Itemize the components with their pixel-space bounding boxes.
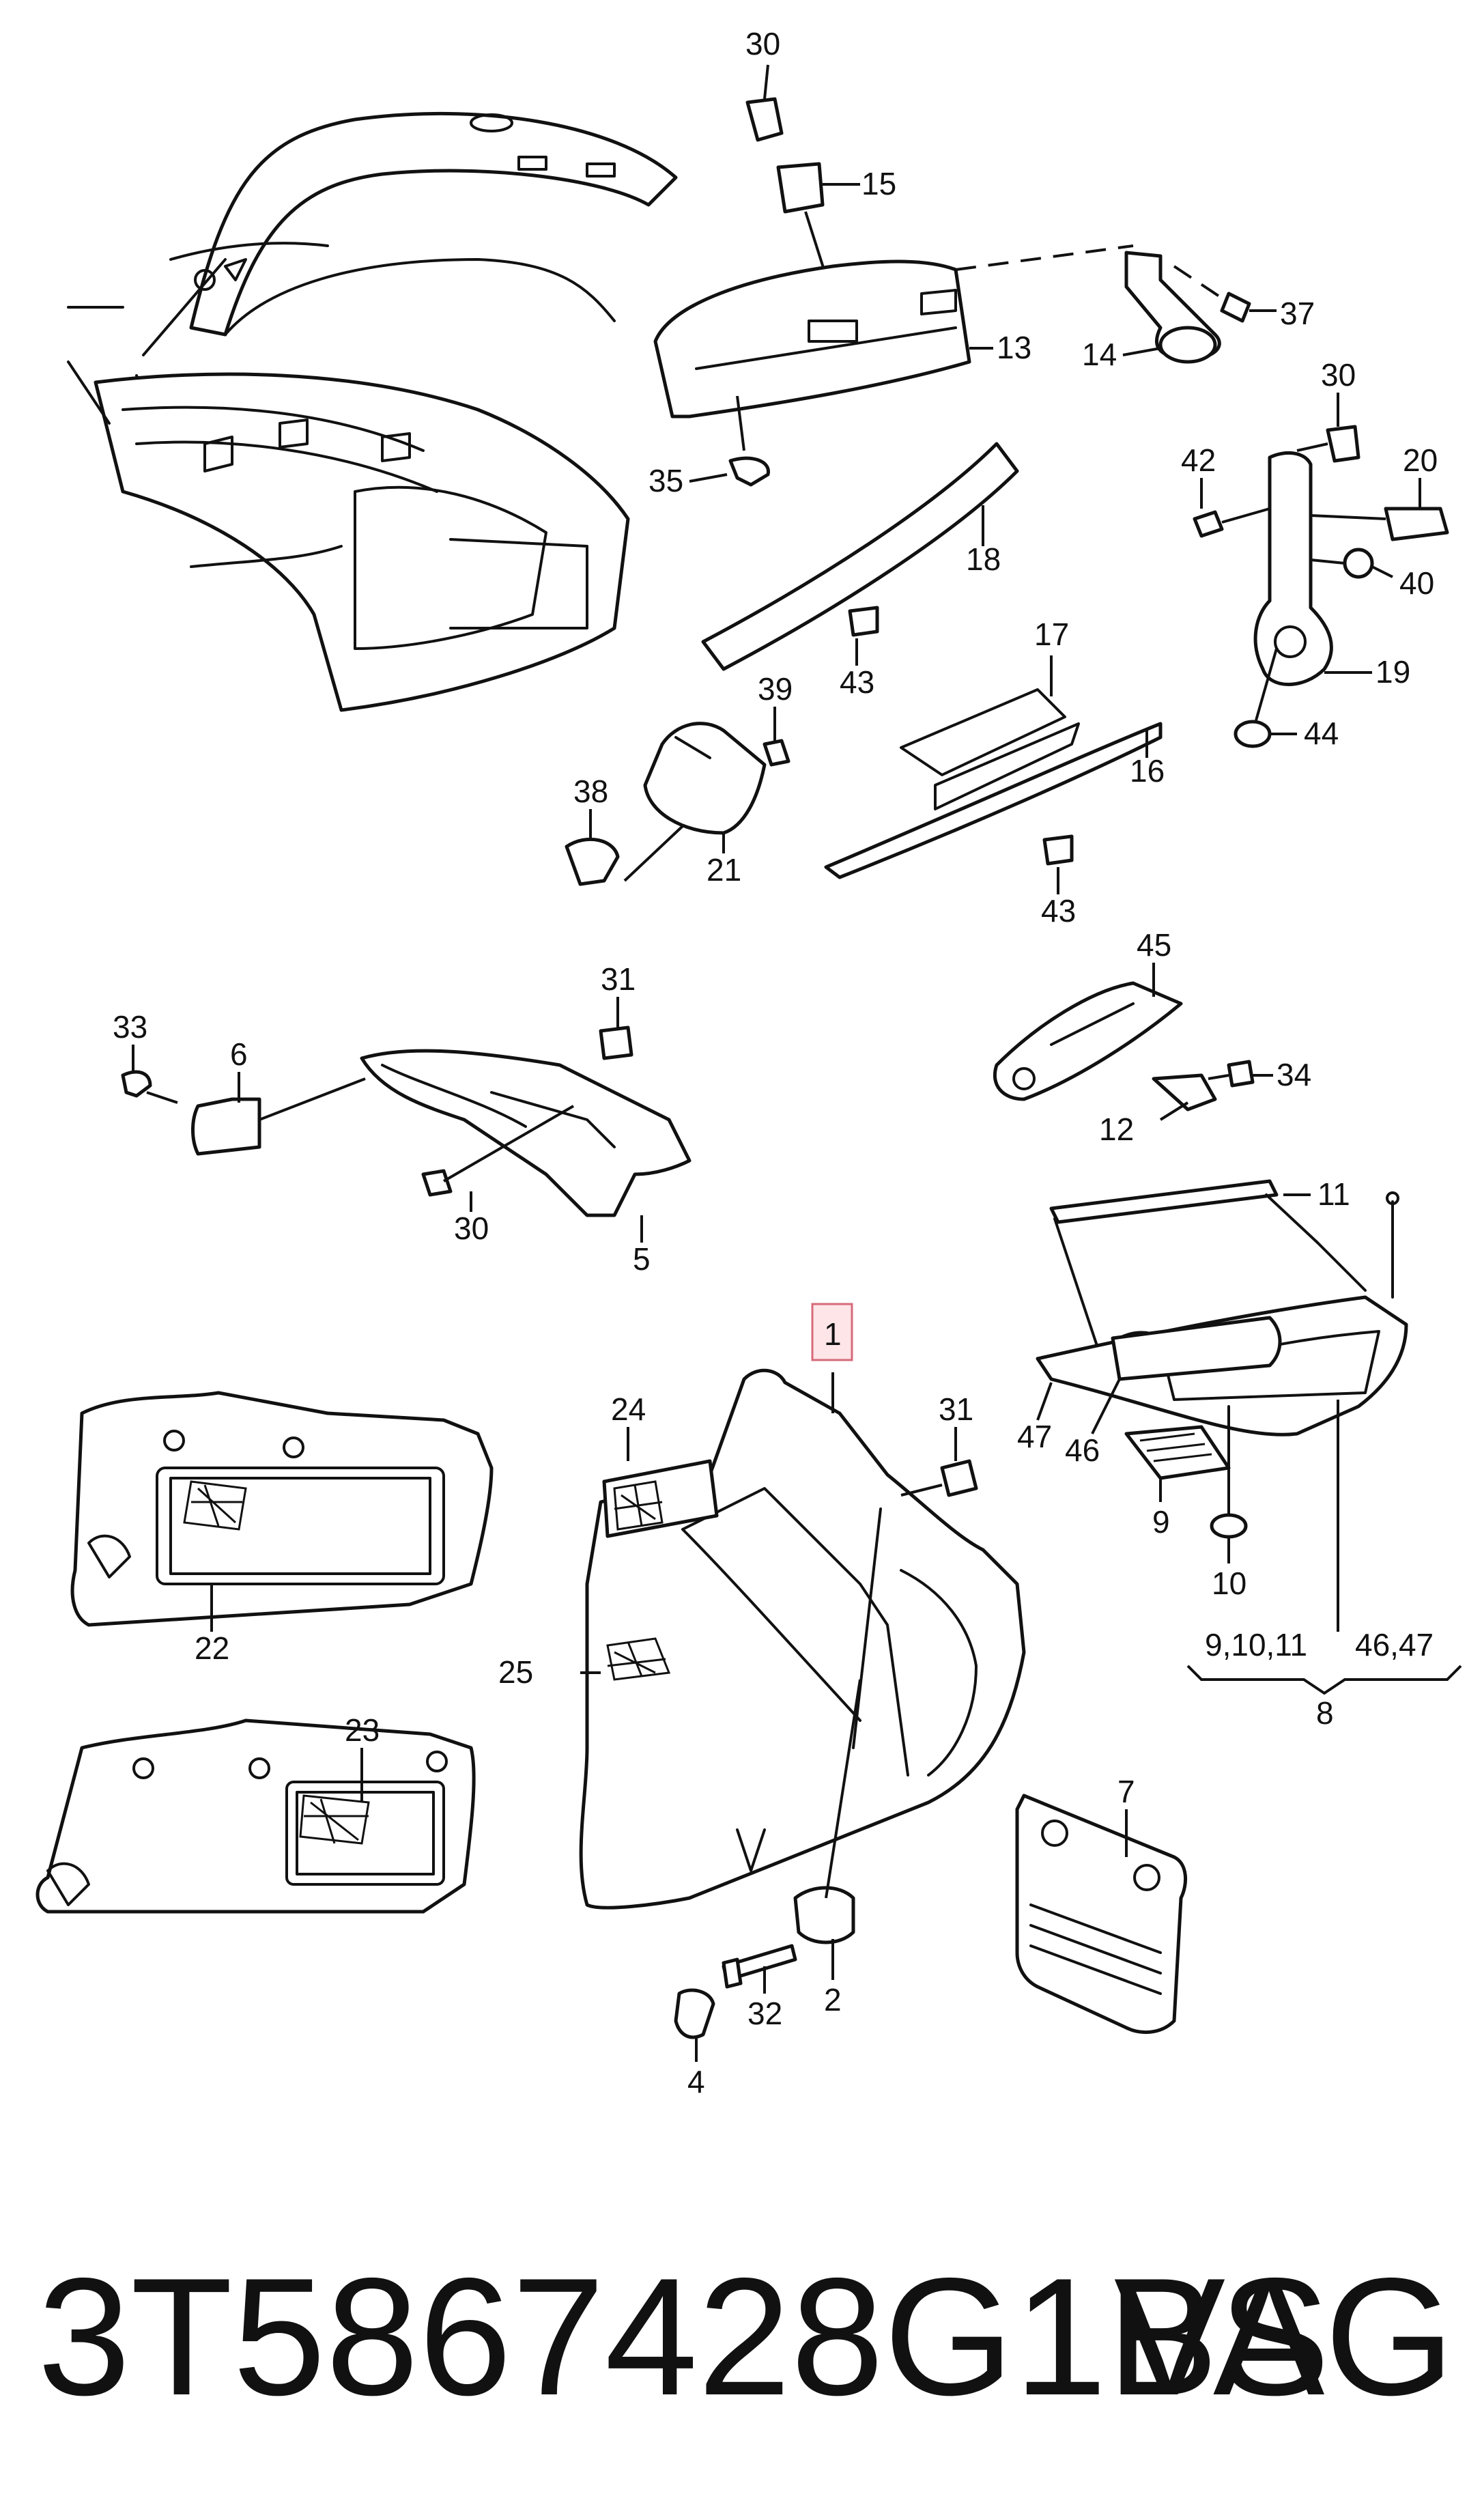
callout-40: 40: [1399, 565, 1434, 601]
part-4-plug: [674, 1988, 715, 2062]
callout-43: 43: [840, 664, 874, 700]
part-14-handle: [1122, 251, 1221, 364]
callout-46: 46: [1065, 1432, 1100, 1468]
callout-16: 16: [1130, 753, 1165, 789]
callout-30: 30: [454, 1211, 489, 1246]
part-21-cover: [623, 722, 767, 882]
rivet-38: [565, 809, 620, 886]
clip-30-mid: [421, 1105, 575, 1212]
callout-20: 20: [1403, 442, 1438, 478]
callout-18: 18: [966, 541, 1001, 577]
callout-9-10-11: 9,10,11: [1205, 1627, 1307, 1662]
callout-5: 5: [633, 1241, 651, 1277]
parts-diagram: 30 15 37 13 14 35 30 42 20 18 40 43 17 1…: [35, 26, 1462, 2099]
clip-43-bottom: [1042, 834, 1074, 894]
callout-47: 47: [1017, 1419, 1052, 1454]
callout-30: 30: [1321, 357, 1356, 393]
stud-20: [1310, 478, 1449, 541]
callout-labels: 30 15 37 13 14 35 30 42 20 18 40 43 17 1…: [113, 26, 1438, 2099]
callout-45: 45: [1137, 927, 1171, 963]
callout-35: 35: [649, 463, 683, 498]
callout-10: 10: [1212, 1566, 1246, 1601]
callout-9: 9: [1152, 1504, 1170, 1540]
part-13-lid-trim: [653, 244, 1134, 451]
callout-25: 25: [498, 1654, 533, 1690]
callout-31: 31: [601, 961, 636, 997]
part-8-floor-tray: [1036, 1191, 1408, 1632]
part-18-strip: [701, 442, 1019, 671]
part-6-bracket: [191, 1072, 366, 1156]
clip-43-top: [848, 606, 879, 666]
callout-17: 17: [1034, 617, 1069, 652]
part-number: 3T5867428G1BS: [38, 2243, 1330, 2430]
callout-33: 33: [113, 1009, 147, 1045]
callout-38: 38: [573, 774, 608, 809]
part-32-screw: [722, 1944, 797, 1994]
callout-24: 24: [611, 1391, 646, 1427]
screw-33: [121, 1045, 178, 1104]
callout-43: 43: [1041, 893, 1076, 929]
part-5-trim: [360, 1049, 692, 1243]
cap-44: [1234, 648, 1297, 748]
callout-34: 34: [1277, 1057, 1311, 1092]
callout-23: 23: [345, 1712, 380, 1748]
highlight-box-part-1: [811, 1303, 853, 1361]
group-bracket-8: [1186, 1665, 1462, 1695]
lines-46-47: [1036, 1378, 1121, 1434]
callout-42: 42: [1181, 442, 1216, 478]
brand-label: VAG: [1113, 2243, 1455, 2430]
callout-22: 22: [195, 1630, 229, 1666]
callout-30: 30: [745, 26, 780, 61]
callout-7: 7: [1117, 1774, 1135, 1809]
part-35-rivet: [689, 456, 770, 487]
clip-30-right: [1296, 393, 1360, 463]
part-2-grommet: [793, 1679, 861, 1980]
callout-44: 44: [1304, 716, 1339, 751]
callout-13: 13: [997, 330, 1031, 365]
callout-46-47: 46,47: [1355, 1627, 1434, 1662]
callout-6: 6: [230, 1036, 248, 1072]
clip-31-mid: [599, 997, 633, 1060]
screw-39: [763, 707, 790, 767]
part-45-handle: [993, 963, 1183, 1101]
callout-11: 11: [1317, 1176, 1350, 1212]
part-12-clip: [1152, 1073, 1217, 1121]
callout-4: 4: [687, 2064, 705, 2099]
part-9-mat: [1124, 1425, 1231, 1502]
part-23-side-trim: [35, 1718, 476, 1914]
callout-21: 21: [707, 852, 741, 888]
callout-31: 31: [939, 1391, 973, 1427]
screw-42: [1193, 478, 1270, 538]
callout-2: 2: [824, 1982, 842, 2018]
part-7-panel: [1015, 1794, 1188, 2035]
callout-39: 39: [758, 671, 793, 707]
callout-37: 37: [1280, 296, 1315, 331]
callout-12: 12: [1099, 1112, 1134, 1147]
callout-14: 14: [1082, 337, 1117, 372]
bush-40: [1310, 548, 1393, 579]
callout-19: 19: [1376, 654, 1410, 690]
screw-34: [1208, 1060, 1273, 1088]
callout-15: 15: [861, 166, 896, 201]
clip-30-top: [745, 64, 784, 142]
part-16-shelf: [824, 655, 1163, 879]
callout-1: 1: [824, 1316, 842, 1352]
clip-31-bottom: [900, 1427, 978, 1497]
part-22-side-trim: [70, 1391, 494, 1632]
part-1-main-trim: [579, 1368, 1026, 1910]
part-10-stay: [1210, 1405, 1248, 1563]
part-19-bracket: [1253, 451, 1372, 686]
car-rear-overview: [67, 111, 678, 712]
callout-32: 32: [747, 1996, 782, 2031]
callout-8: 8: [1316, 1695, 1334, 1731]
part-37-screw: [1173, 265, 1277, 323]
